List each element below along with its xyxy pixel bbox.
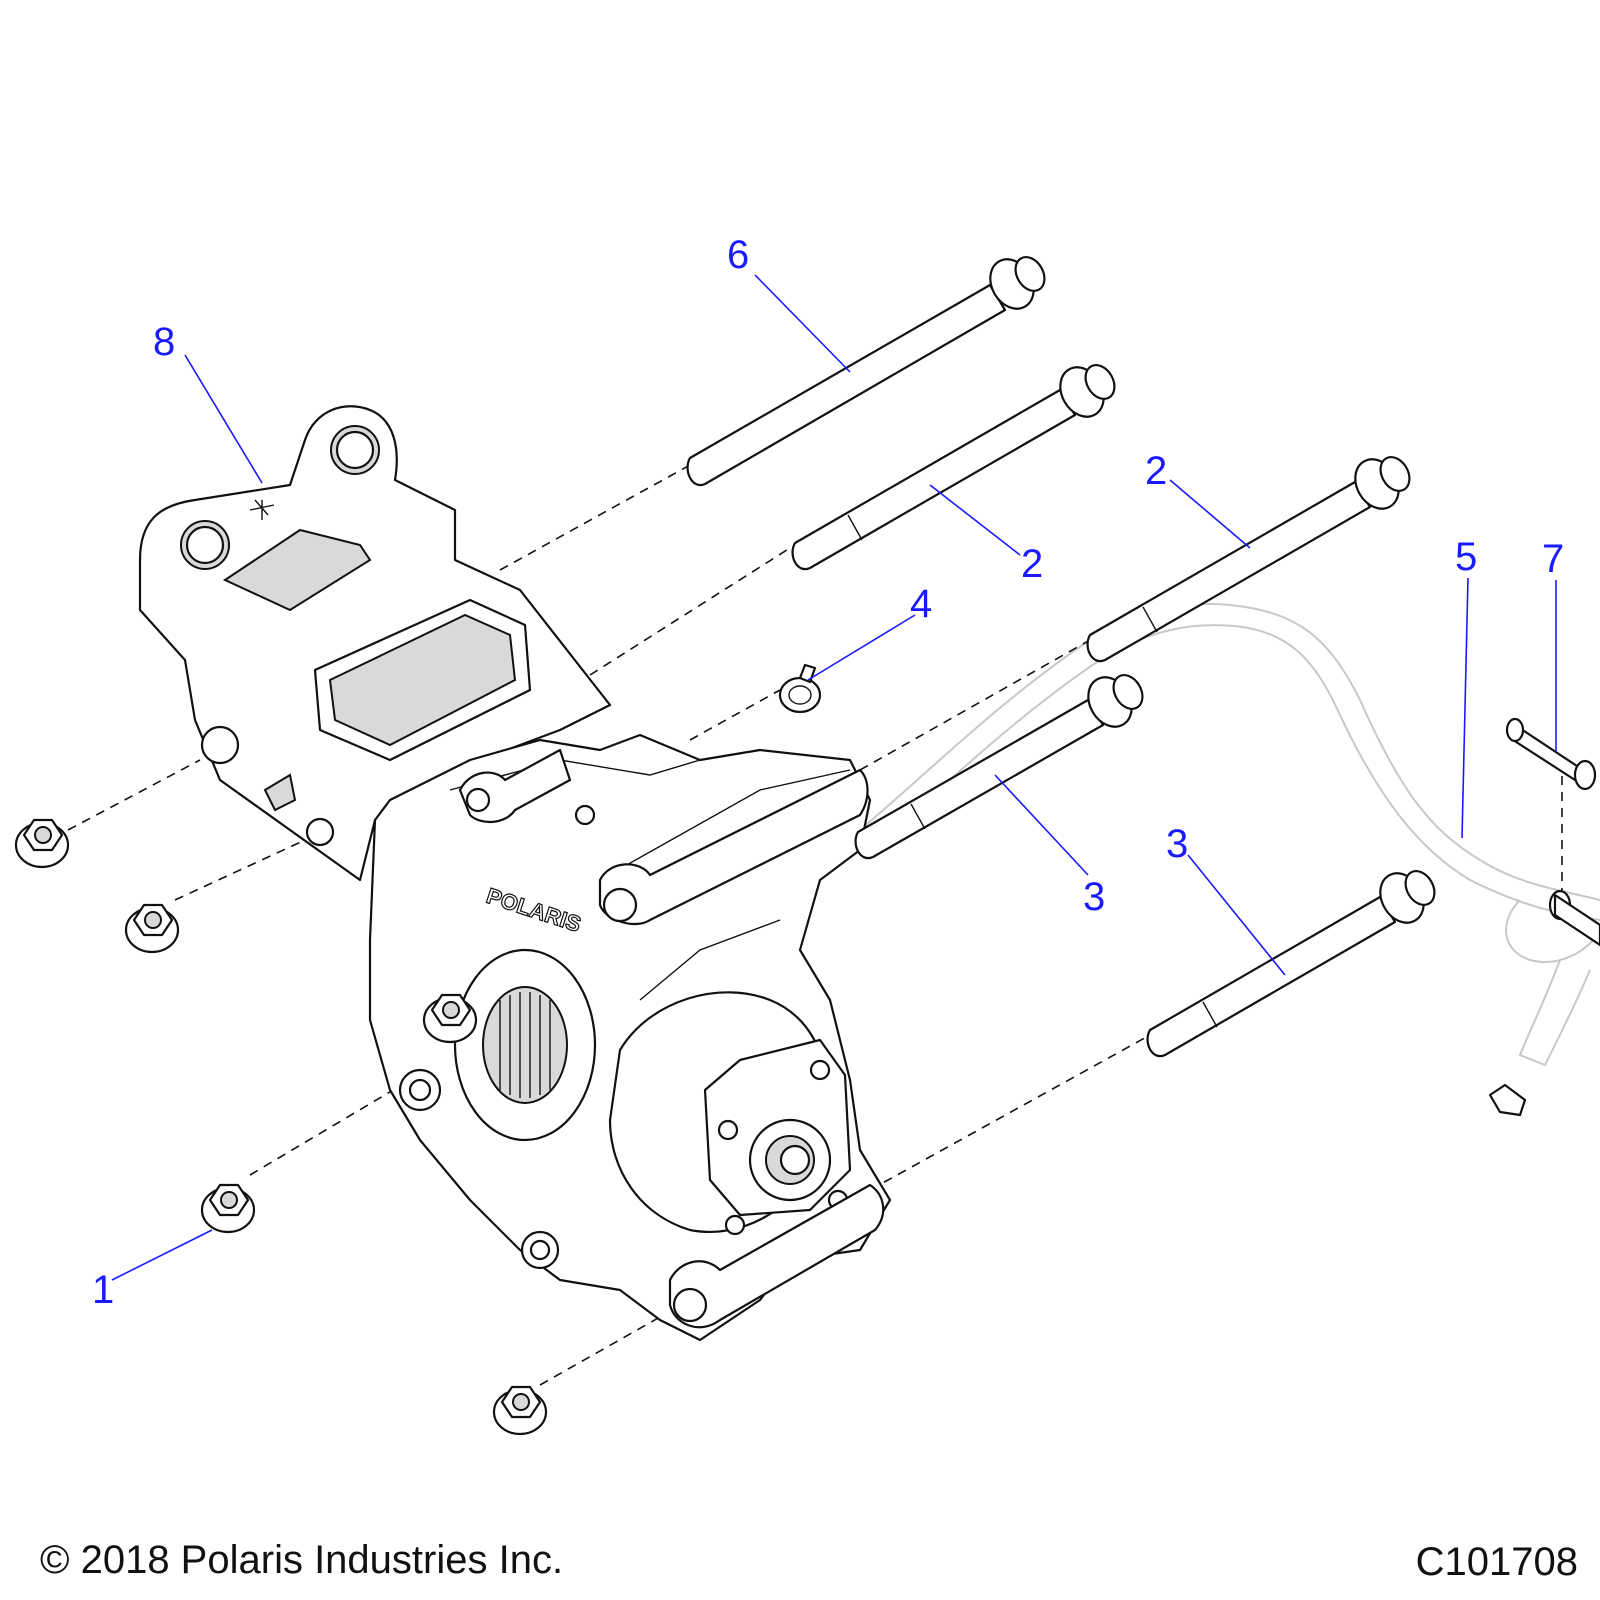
callout-7: 7 (1542, 537, 1564, 581)
callouts: 1 2 2 3 3 4 5 7 6 8 (92, 233, 1564, 1312)
copyright-notice: © 2018 Polaris Industries Inc. (40, 1538, 564, 1582)
callout-3: 3 (1166, 822, 1188, 866)
callout-4: 4 (910, 582, 932, 626)
flange-nuts (14, 818, 548, 1436)
bolt (791, 364, 1116, 571)
figure-id: C101708 (1415, 1540, 1578, 1584)
hose-fitting (1488, 717, 1600, 1117)
callout-5: 5 (1455, 535, 1477, 579)
bolts (686, 256, 1436, 1058)
callout-1: 1 (92, 1268, 114, 1312)
callout-2: 2 (1145, 449, 1167, 493)
mounting-bracket (138, 405, 612, 882)
flange-nut (422, 993, 478, 1044)
callout-3: 3 (1083, 875, 1105, 919)
callout-2: 2 (1021, 542, 1043, 586)
bolt (1086, 456, 1411, 663)
flange-nut (14, 818, 70, 869)
leader-lines (111, 274, 1557, 1281)
flange-nut (124, 903, 180, 954)
bolt (854, 674, 1144, 860)
bolt (1146, 870, 1436, 1058)
callout-6: 6 (727, 233, 749, 277)
callout-8: 8 (153, 320, 175, 364)
assembly-lines (67, 464, 1563, 1386)
flange-nut (492, 1385, 548, 1436)
transmission-housing: POLARIS (368, 733, 892, 1342)
flange-nut (200, 1183, 256, 1234)
hose-clamp (778, 663, 822, 714)
bolt-long (686, 256, 1046, 487)
